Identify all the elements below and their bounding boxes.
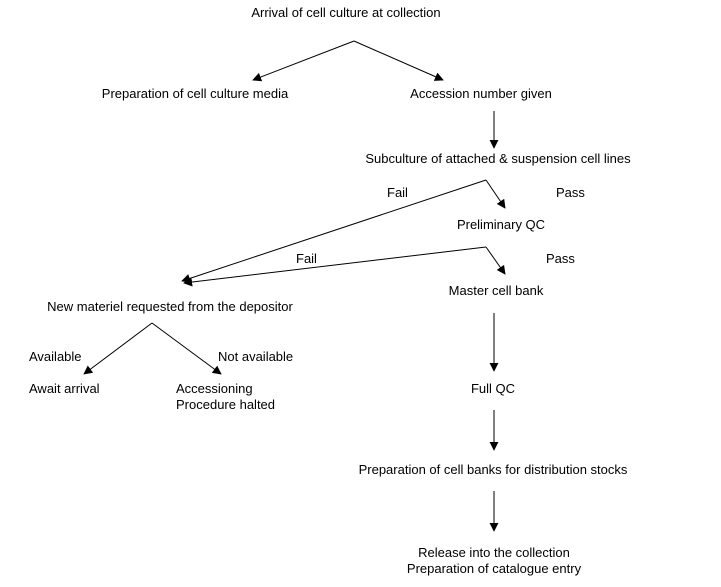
node-release: Release into the collection Preparation … <box>407 545 581 577</box>
node-full-qc: Full QC <box>470 381 516 396</box>
node-release-line-2: Preparation of catalogue entry <box>406 561 582 576</box>
edge-new-material-not-available <box>151 322 222 375</box>
node-master-cell-bank: Master cell bank <box>448 283 544 298</box>
node-subculture: Subculture of attached & suspension cell… <box>365 151 631 166</box>
node-await-arrival: Await arrival <box>29 381 100 396</box>
edge-label-fail-prelim-qc: Fail <box>296 251 317 266</box>
node-media-preparation: Preparation of cell culture media <box>101 86 289 101</box>
edge-label-pass-subculture: Pass <box>556 185 585 200</box>
edge-label-available: Available <box>29 349 82 364</box>
edge-subculture-fail-to-new-material <box>181 179 487 283</box>
edge-label-pass-prelim-qc: Pass <box>546 251 575 266</box>
node-arrival: Arrival of cell culture at collection <box>251 5 441 20</box>
node-accessioning-halted-line-2: Procedure halted <box>176 397 276 412</box>
edge-prelim-qc-fail-to-new-material <box>183 246 487 287</box>
node-distribution-banks: Preparation of cell banks for distributi… <box>358 462 628 477</box>
edge-label-fail-subculture: Fail <box>387 185 408 200</box>
edge-label-not-available: Not available <box>218 349 294 364</box>
edge-new-material-available <box>83 322 153 375</box>
node-new-material-request: New materiel requested from the deposito… <box>47 299 293 314</box>
edge-arrival-to-accession <box>353 40 444 81</box>
edge-prelim-qc-pass-to-master-bank <box>485 246 506 275</box>
node-accessioning-halted: Accessioning Procedure halted <box>176 381 275 413</box>
edge-arrival-to-media <box>252 40 355 82</box>
node-release-line-1: Release into the collection <box>418 545 570 560</box>
edge-subculture-pass-to-prelim-qc <box>485 179 506 209</box>
node-accessioning-halted-line-1: Accessioning <box>176 381 253 396</box>
node-accession-number: Accession number given <box>410 86 552 101</box>
node-preliminary-qc: Preliminary QC <box>456 217 546 232</box>
